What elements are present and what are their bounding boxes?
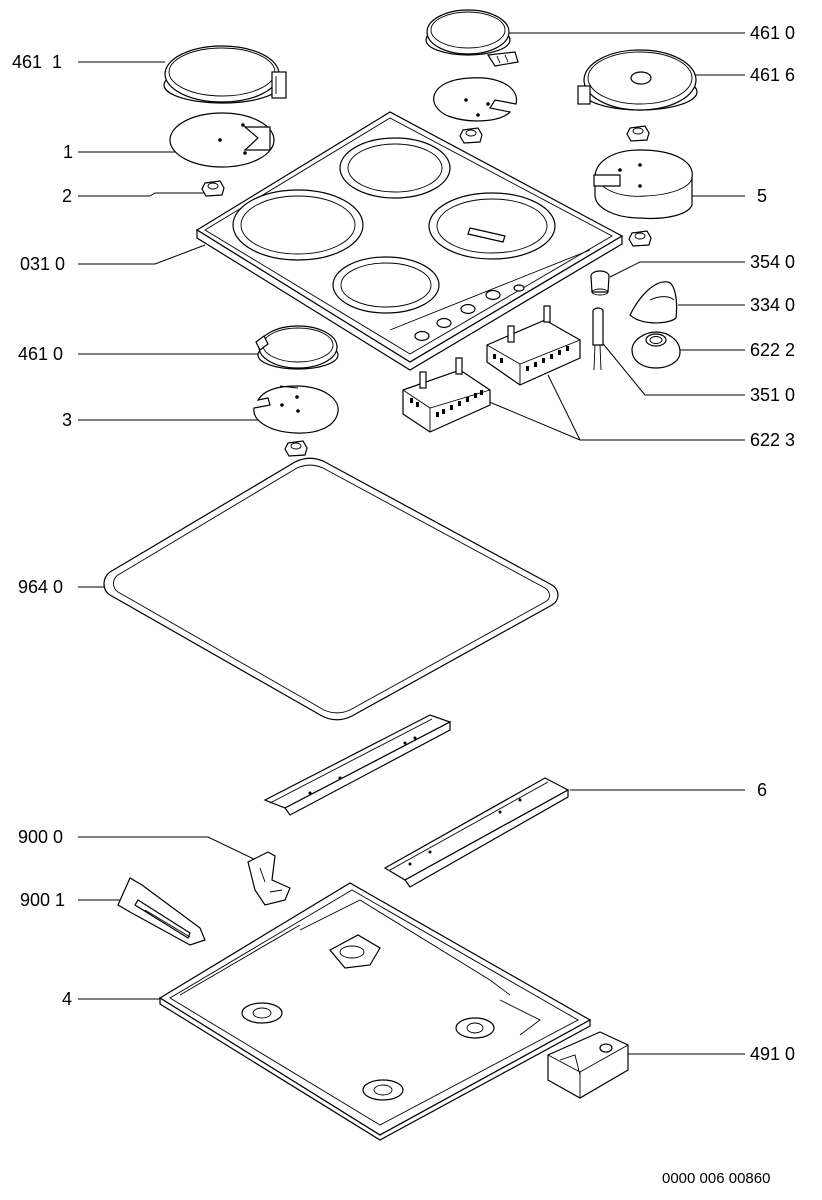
callout-334-0: 334 0	[750, 295, 796, 315]
callout-491-0: 491 0	[750, 1044, 796, 1064]
callout-6: 6	[757, 780, 768, 800]
nut-mid-left-drawing	[284, 440, 308, 457]
callout-622-3: 622 3	[750, 430, 796, 450]
leader-lines	[78, 32, 745, 1055]
spring-plate-5-drawing	[593, 149, 693, 220]
callout-351-0: 351 0	[750, 385, 796, 405]
spring-plate-3-drawing	[253, 385, 339, 434]
bezel-622-2-drawing	[631, 331, 681, 369]
callout-622-2: 622 2	[750, 340, 796, 360]
callout-964-0: 964 0	[18, 577, 64, 597]
callout-4: 4	[62, 989, 73, 1009]
gasket-964-0-drawing	[103, 457, 559, 721]
hotplate-461-1-drawing	[163, 45, 287, 104]
knob-334-0-drawing	[629, 281, 678, 324]
hotplate-461-6-drawing	[577, 49, 698, 111]
rod-351-0-drawing	[592, 307, 604, 371]
nut-2-drawing	[201, 180, 225, 197]
callout-461-1: 461 1	[12, 52, 63, 72]
callout-5: 5	[757, 186, 768, 206]
callout-3: 3	[62, 410, 73, 430]
callout-031-0: 031 0	[20, 254, 66, 274]
callout-461-0-mid: 461 0	[18, 344, 64, 364]
callout-900-1: 900 1	[20, 890, 66, 910]
callout-461-6: 461 6	[750, 65, 796, 85]
callout-1: 1	[63, 142, 74, 162]
callout-461-0-top: 461 0	[750, 23, 796, 43]
lamp-354-0-drawing	[590, 270, 610, 296]
callout-2: 2	[62, 186, 73, 206]
bottom-tray-4-drawing	[158, 882, 592, 1141]
clip-900-1-drawing	[117, 877, 206, 946]
spring-plate-top-center-drawing	[433, 77, 518, 122]
switches-622-3-drawing	[402, 305, 581, 433]
callout-900-0: 900 0	[18, 827, 64, 847]
nut-right-upper-drawing	[626, 125, 650, 142]
document-number: 0000 006 00860	[662, 1170, 771, 1187]
rail-upper-drawing	[263, 714, 452, 816]
hotplate-461-0-mid-drawing	[255, 325, 339, 370]
terminal-box-491-0-drawing	[547, 1031, 629, 1099]
nut-top-center-drawing	[459, 127, 483, 144]
rail-lower-drawing	[383, 777, 570, 888]
spring-plate-1-drawing	[169, 112, 275, 168]
hob-top-031-0-drawing	[195, 111, 624, 371]
nut-right-lower-drawing	[628, 230, 652, 247]
callout-354-0: 354 0	[750, 252, 796, 272]
hotplate-461-0-top-drawing	[425, 9, 519, 67]
clip-900-0-drawing	[247, 851, 291, 906]
